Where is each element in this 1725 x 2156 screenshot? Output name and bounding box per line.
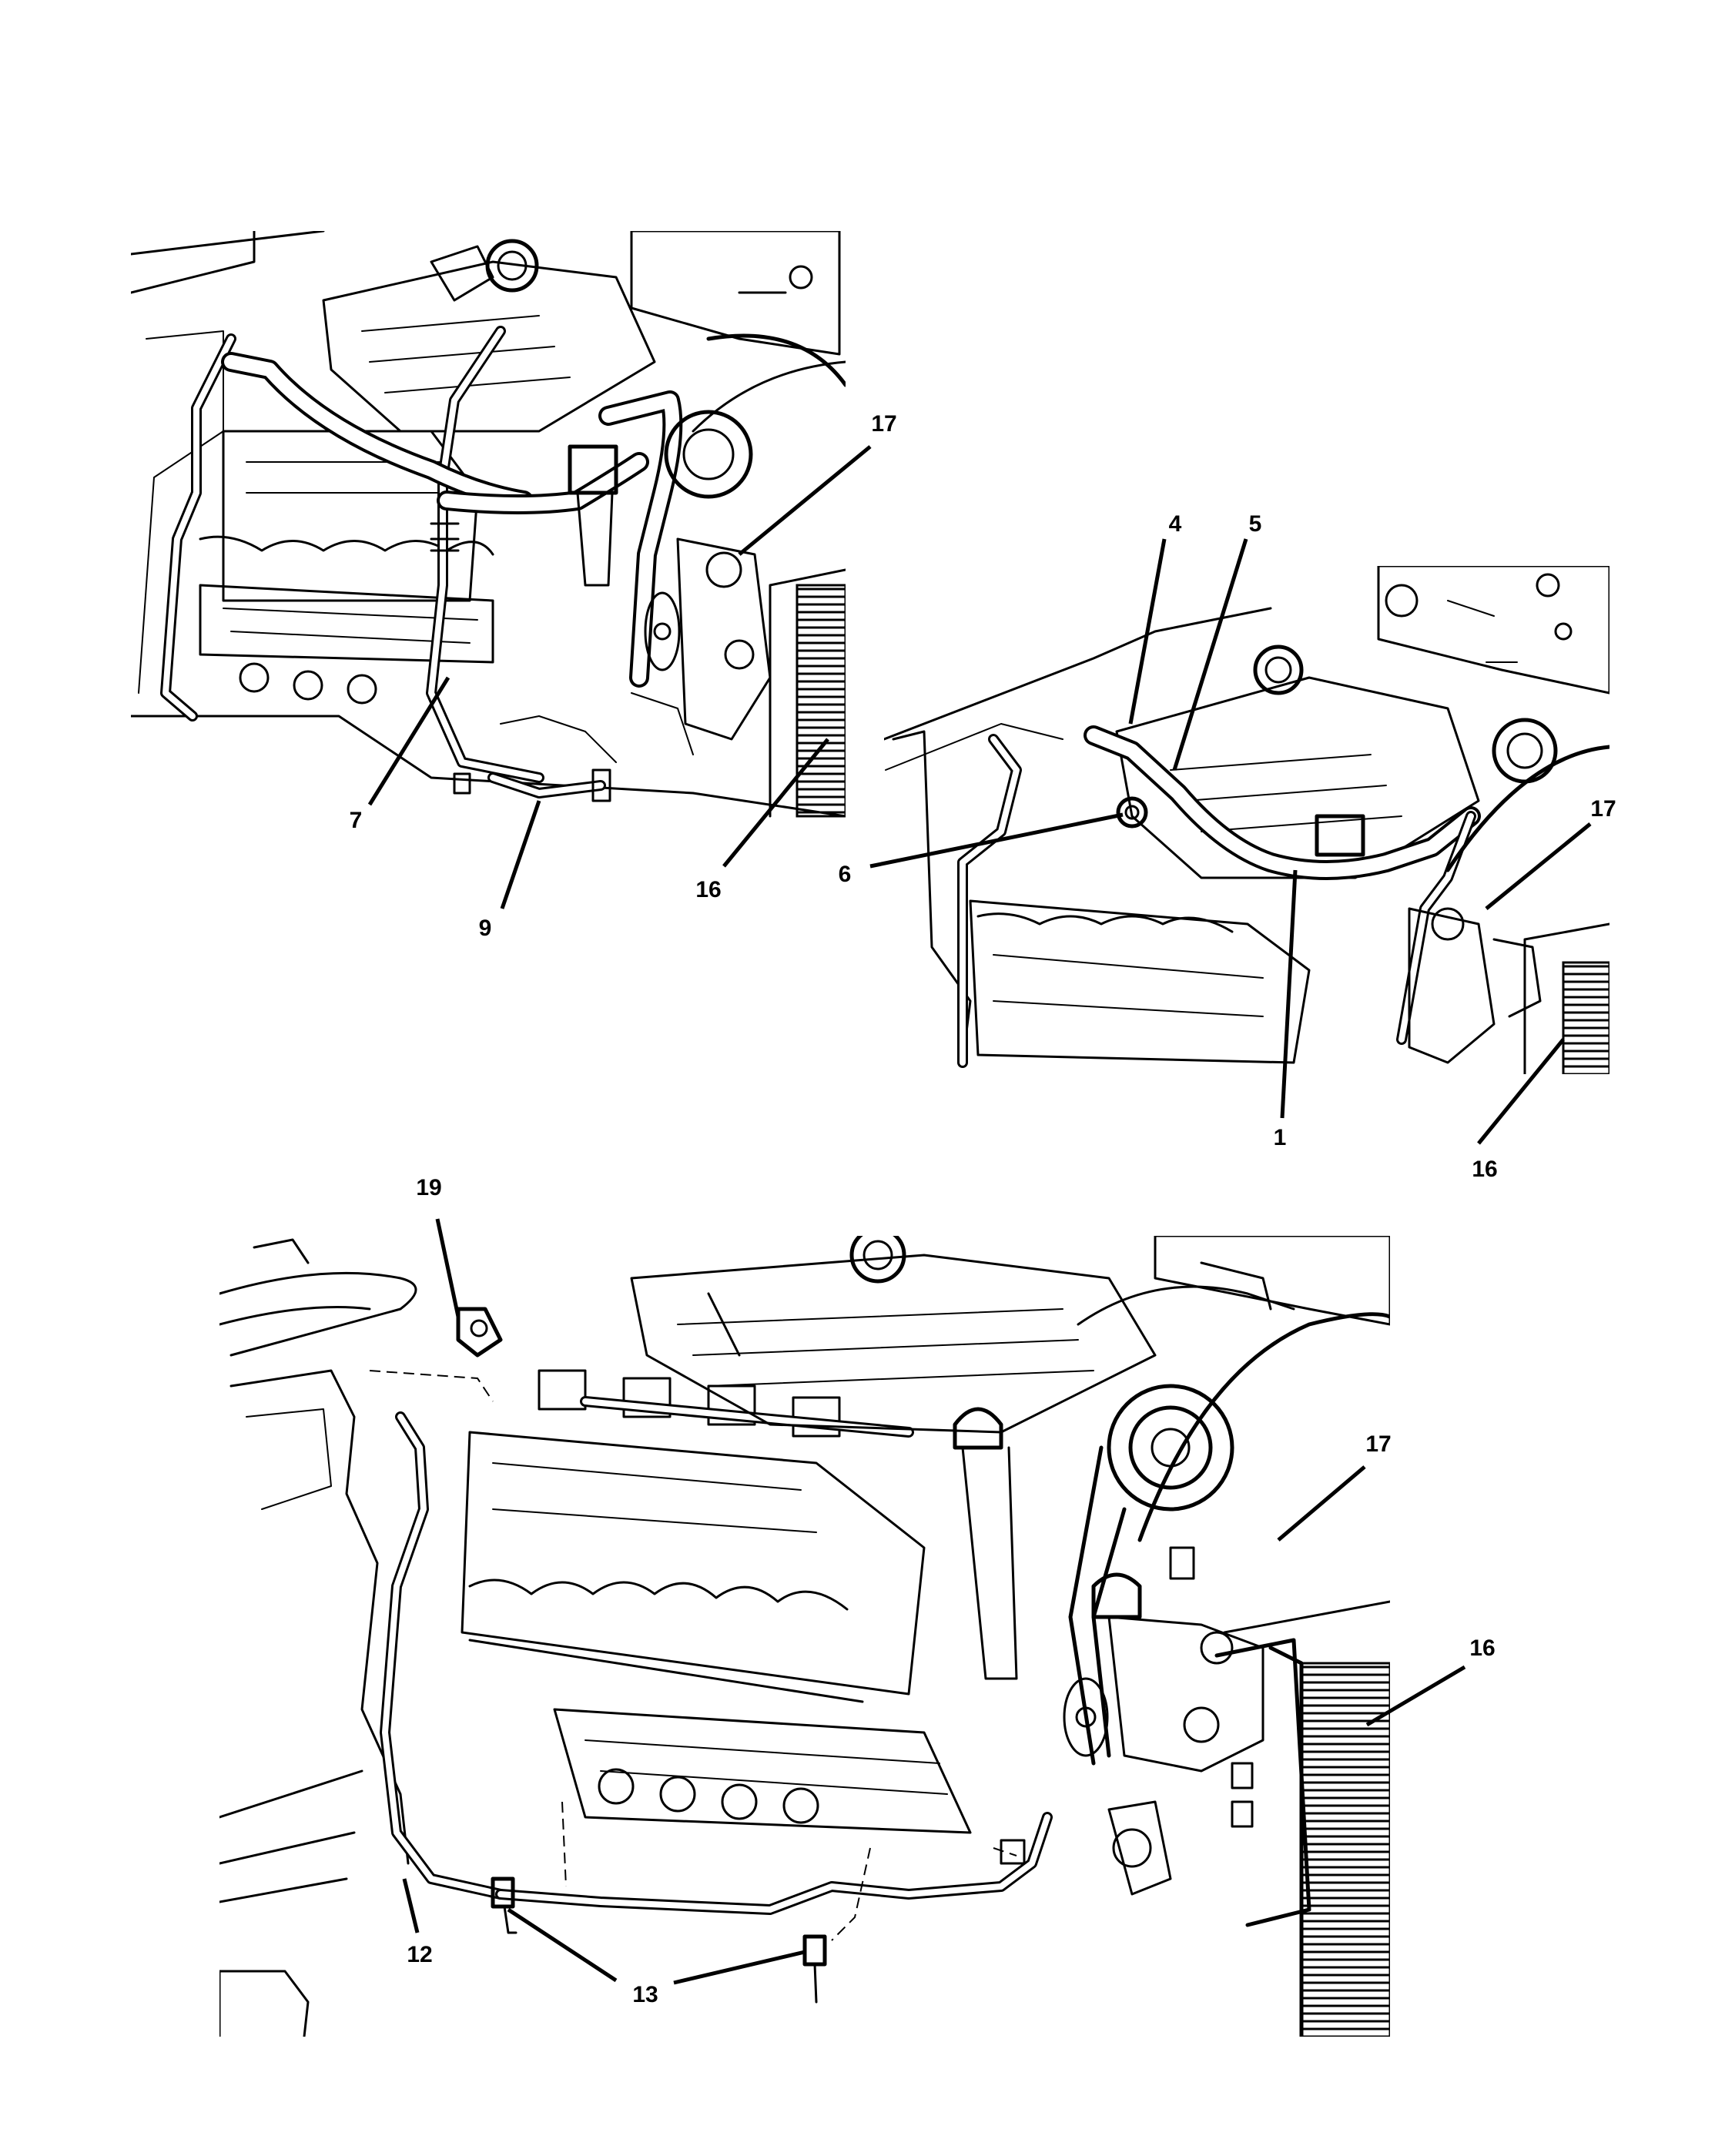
engine-view-top-right: [884, 566, 1609, 1074]
callout-6: 6: [839, 862, 852, 887]
callout-17-top-right: 17: [1590, 796, 1616, 822]
callout-9: 9: [479, 916, 492, 941]
callout-1: 1: [1274, 1125, 1287, 1150]
callout-17-top-left: 17: [871, 411, 896, 437]
callout-19: 19: [416, 1175, 441, 1200]
callout-17-bottom: 17: [1365, 1431, 1391, 1457]
callout-13: 13: [632, 1982, 658, 2007]
engine-view-bottom: [219, 1236, 1390, 2037]
callout-16-top-left: 16: [695, 877, 721, 902]
engine-view-top-left: [131, 231, 846, 818]
callout-16-bottom: 16: [1469, 1635, 1495, 1661]
callout-7: 7: [350, 808, 363, 833]
callout-16-top-right: 16: [1472, 1157, 1497, 1182]
callout-4: 4: [1169, 511, 1182, 537]
callout-12: 12: [407, 1942, 432, 1967]
callout-5: 5: [1249, 511, 1262, 537]
